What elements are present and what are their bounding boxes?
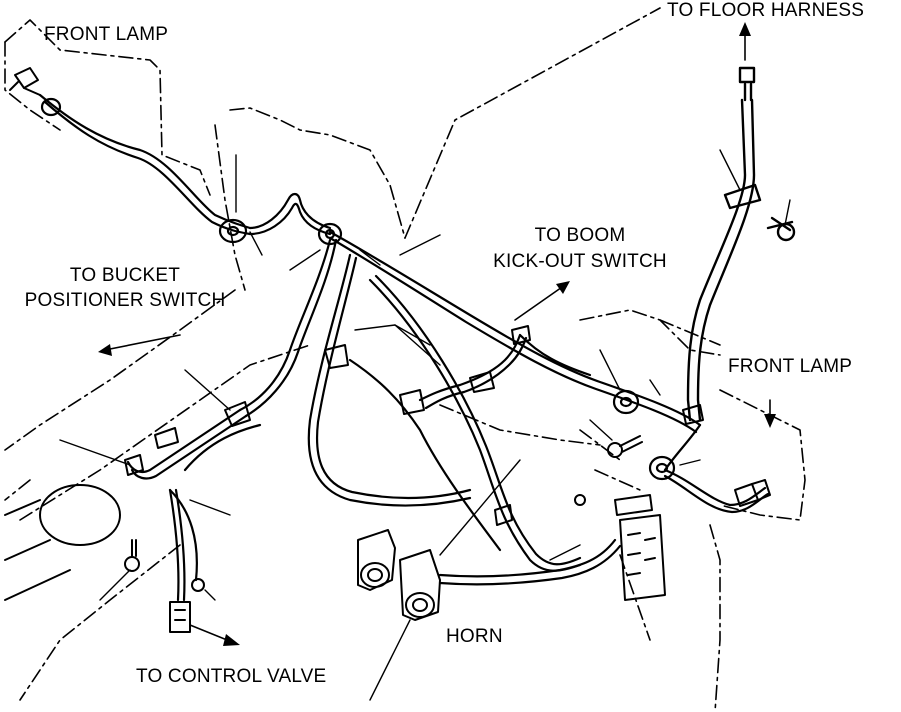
control-valve-connector xyxy=(169,601,191,633)
label-front-lamp-right: FRONT LAMP xyxy=(728,356,853,377)
label-to-bucket-positioner-line1: TO BUCKET xyxy=(69,265,181,286)
wire-bundle xyxy=(38,93,770,602)
body-outline xyxy=(4,7,806,712)
leader-lines xyxy=(59,149,791,701)
label-to-boom-kickout-line2: KICK-OUT SWITCH xyxy=(493,251,667,272)
front-lamp-connector-right xyxy=(734,479,771,507)
label-horn: HORN xyxy=(446,626,503,647)
label-front-lamp-left: FRONT LAMP xyxy=(44,24,169,45)
bolts xyxy=(124,435,643,592)
clamps xyxy=(124,325,704,526)
label-to-bucket-positioner-line2: POSITIONER SWITCH xyxy=(24,290,226,311)
relay-block xyxy=(614,494,666,601)
arrows xyxy=(104,27,771,643)
grommets xyxy=(40,97,676,481)
cylinder-tube xyxy=(4,484,121,601)
horns xyxy=(357,529,441,621)
label-to-control-valve: TO CONTROL VALVE xyxy=(136,666,327,687)
label-to-floor-harness: TO FLOOR HARNESS xyxy=(667,0,865,21)
floor-harness-wire xyxy=(686,66,796,422)
arrowheads xyxy=(98,22,776,646)
label-to-boom-kickout-line1: TO BOOM xyxy=(534,225,626,246)
front-lamp-connector-left xyxy=(9,67,41,96)
